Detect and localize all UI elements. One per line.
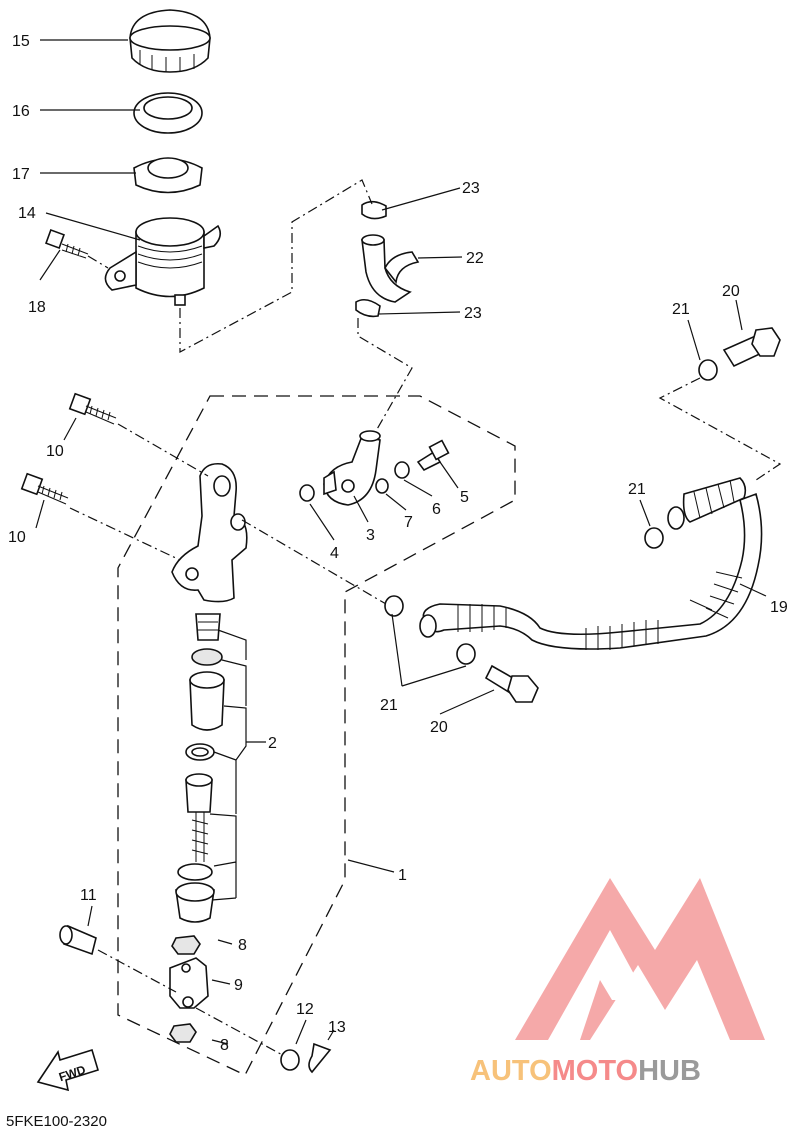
hose-clamp-top xyxy=(361,200,387,220)
copper-washer-21-a xyxy=(384,595,404,617)
bolt-10-lower xyxy=(20,472,69,505)
copper-washer-21-d xyxy=(698,359,718,381)
leader-reservoir-hose xyxy=(179,179,373,354)
callout-17: 16 xyxy=(12,103,30,120)
callout-11: 11 xyxy=(80,887,97,904)
diaphragm-holder xyxy=(133,92,203,134)
callout-19: 19 xyxy=(770,599,788,616)
leader-clevis-washer xyxy=(195,1007,289,1059)
clevis xyxy=(169,957,209,1009)
callout-6: 6 xyxy=(432,501,441,518)
callout-8-lower: 8 xyxy=(220,1037,229,1054)
leader-lines xyxy=(35,39,767,1045)
watermark-logo xyxy=(515,878,765,1040)
leader-bolt-18 xyxy=(87,255,109,269)
bracket-piston-kit xyxy=(209,629,266,901)
callout-4: 4 xyxy=(330,545,339,562)
callout-14: 14 xyxy=(18,205,36,222)
callout-1: 1 xyxy=(398,867,407,884)
reservoir-tank xyxy=(104,217,222,306)
callout-8-upper: 8 xyxy=(238,937,247,954)
leader-bolt-10-lower xyxy=(69,507,181,561)
leader-upper-hose xyxy=(658,377,782,481)
reservoir-hose xyxy=(361,234,420,303)
callout-23-lower: 23 xyxy=(464,305,482,322)
nut-8-lower xyxy=(169,1023,197,1043)
callout-7: 7 xyxy=(404,514,413,531)
o-ring xyxy=(299,484,315,502)
callout-22: 22 xyxy=(466,250,484,267)
callout-10-upper: 10 xyxy=(46,443,64,460)
clevis-pin xyxy=(59,924,97,956)
callout-21-right: 21 xyxy=(628,481,646,498)
callout-3: 3 xyxy=(366,527,375,544)
diagram-code: 5FKE100-2320 xyxy=(6,1113,107,1130)
callout-13: 13 xyxy=(328,1019,346,1036)
union-bolt-20-upper xyxy=(722,327,781,368)
callout-21-lower: 21 xyxy=(380,697,398,714)
copper-washer-21-c xyxy=(644,527,664,549)
nut-8-upper xyxy=(171,935,201,955)
callout-20-lower: 20 xyxy=(430,719,448,736)
hose-joint xyxy=(323,430,381,506)
callout-10-lower: 10 xyxy=(8,529,26,546)
copper-washer-7 xyxy=(375,478,389,494)
watermark-text-auto: AUTOMOTOHUB xyxy=(470,1055,701,1087)
leader-bolt-10-upper xyxy=(117,423,209,477)
union-screw-5 xyxy=(416,439,450,472)
assembly-boundary-1 xyxy=(117,395,516,1076)
copper-washer-21-b xyxy=(456,643,476,665)
union-bolt-20-lower xyxy=(484,664,539,703)
callout-20-upper: 20 xyxy=(722,283,740,300)
bolt-10-upper xyxy=(68,392,117,425)
callout-16: 17 xyxy=(12,166,30,183)
reservoir-cap xyxy=(129,9,211,73)
leader-hose-fitting xyxy=(357,318,413,439)
brake-hose xyxy=(419,477,763,650)
callout-18: 18 xyxy=(28,299,46,316)
callout-15: 15 xyxy=(12,33,30,50)
callout-21-upper: 21 xyxy=(672,301,690,318)
plain-washer-12 xyxy=(280,1049,300,1071)
callout-23-upper: 23 xyxy=(462,180,480,197)
callout-5: 5 xyxy=(460,489,469,506)
leader-body-washer xyxy=(241,519,387,605)
fwd-arrow: FWD xyxy=(36,1048,99,1092)
hose-clamp-bottom xyxy=(355,298,381,318)
cotter-pin xyxy=(308,1042,332,1074)
diaphragm xyxy=(133,157,203,194)
callout-12: 12 xyxy=(296,1001,314,1018)
master-cylinder-body xyxy=(171,462,248,603)
piston-kit xyxy=(175,613,225,923)
callout-9: 9 xyxy=(234,977,243,994)
bolt-18 xyxy=(45,229,89,259)
callout-2: 2 xyxy=(268,735,277,752)
copper-washer-6 xyxy=(394,461,410,479)
leader-pin-clevis xyxy=(97,949,177,993)
